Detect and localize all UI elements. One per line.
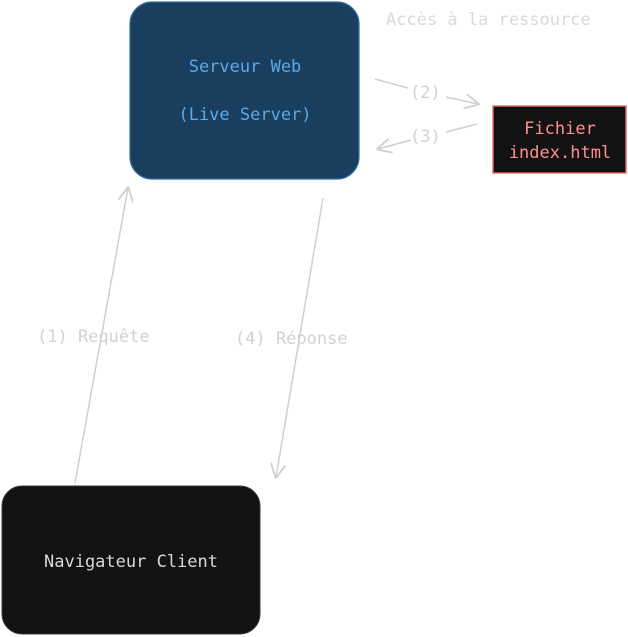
client-node: Navigateur Client	[1, 485, 261, 635]
client-label: Navigateur Client	[44, 552, 218, 572]
server-box	[129, 1, 360, 180]
client-box	[1, 485, 261, 635]
response-arrow	[276, 197, 324, 477]
step3-label: (3)	[410, 127, 441, 147]
server-node: Serveur Web (Live Server)	[129, 1, 360, 180]
resource-access-label: Accès à la ressource	[386, 10, 591, 30]
response-label: (4) Réponse	[235, 329, 348, 349]
file-node: Fichier index.html	[492, 105, 627, 174]
request-arrow	[74, 188, 128, 484]
file-label-line1: Fichier	[524, 119, 596, 139]
resource-request-arrow	[374, 78, 478, 104]
request-label: (1) Requête	[37, 327, 150, 347]
file-label-line2: index.html	[509, 143, 611, 163]
file-box	[492, 105, 627, 174]
server-label-line1: Serveur Web	[189, 57, 302, 77]
resource-return-arrow	[378, 123, 478, 149]
step2-label: (2)	[410, 83, 441, 103]
server-label-line2: (Live Server)	[178, 105, 311, 125]
